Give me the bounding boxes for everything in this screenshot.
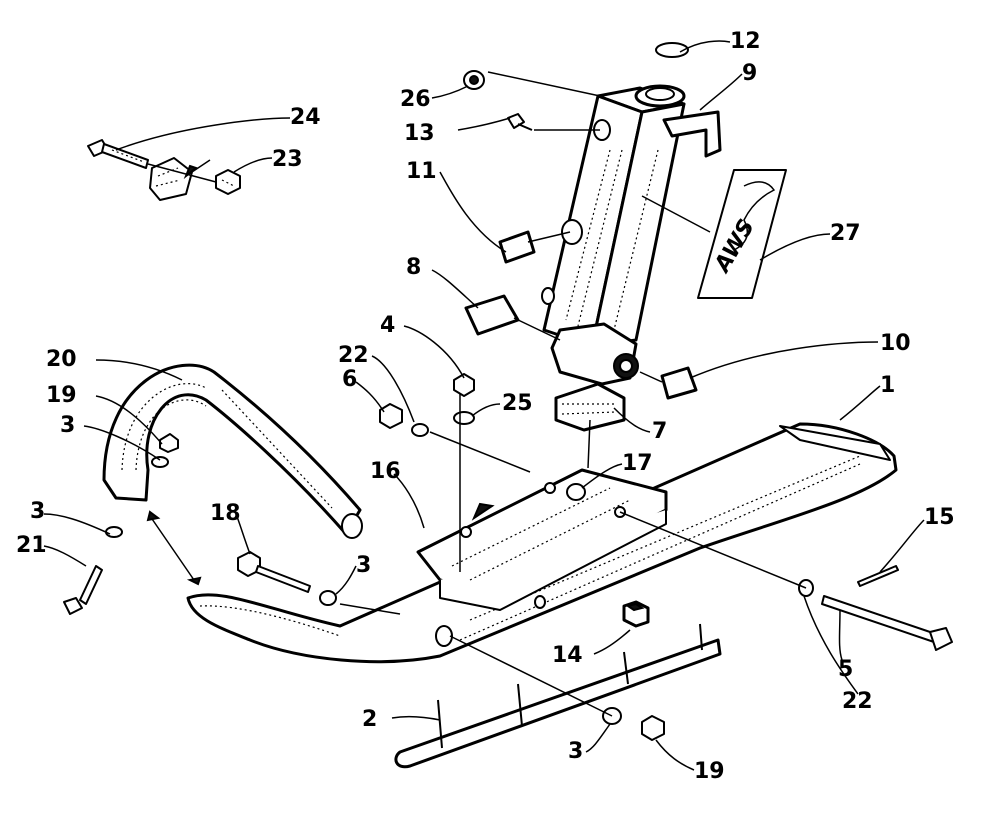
assembly-arrow (149, 515, 195, 581)
callout-3-lower: 3 (568, 739, 583, 764)
washer-22a (411, 423, 429, 437)
bolt-5 (821, 595, 953, 651)
spindle-housing (541, 84, 722, 386)
screw-13 (507, 113, 533, 131)
washer-17 (566, 483, 586, 501)
wear-bar (394, 623, 722, 769)
callout-10: 10 (880, 331, 911, 356)
grommet-26 (463, 70, 485, 90)
callout-12: 12 (730, 29, 761, 54)
callout-7: 7 (652, 419, 667, 444)
callout-19-upper: 19 (46, 383, 77, 408)
callout-16: 16 (370, 459, 401, 484)
bracket-detail (149, 157, 211, 201)
callout-27: 27 (830, 221, 861, 246)
leader-lines (339, 71, 807, 717)
callout-leaders (43, 40, 925, 771)
callout-24: 24 (290, 105, 321, 130)
callout-2: 2 (362, 707, 377, 732)
callout-25: 25 (502, 391, 533, 416)
callout-26: 26 (400, 87, 431, 112)
washer-25 (453, 411, 475, 425)
callout-3-mid: 3 (356, 553, 371, 578)
cap-12 (655, 42, 689, 58)
callout-22-lower: 22 (842, 689, 873, 714)
callout-numbers: 12 9 26 13 24 23 11 27 8 4 22 10 20 6 25… (16, 29, 955, 784)
nut-19a (159, 433, 179, 453)
callout-14: 14 (552, 643, 583, 668)
nut-6 (379, 403, 403, 429)
callout-3-left: 3 (30, 499, 45, 524)
callout-6: 6 (342, 367, 357, 392)
callout-9: 9 (742, 61, 757, 86)
aws-decal: AWS (697, 169, 787, 299)
saddle-16 (416, 468, 668, 611)
callout-15: 15 (924, 505, 955, 530)
nut-19b (641, 715, 665, 741)
bolt-24 (87, 139, 149, 169)
bolt-18 (237, 551, 311, 593)
callout-23: 23 (272, 147, 303, 172)
bolt-21 (63, 565, 103, 615)
washer-3b (105, 526, 123, 538)
nut-23 (215, 169, 241, 195)
block-7 (554, 382, 626, 432)
callout-5: 5 (838, 657, 853, 682)
callout-1: 1 (880, 373, 895, 398)
nut-4 (453, 373, 475, 397)
callout-18: 18 (210, 501, 241, 526)
bushing-10 (660, 366, 698, 400)
callout-19-lower: 19 (694, 759, 725, 784)
callout-3-upper: 3 (60, 413, 75, 438)
bushing-11 (498, 230, 536, 264)
washer-3a (151, 456, 169, 468)
washer-3c (319, 590, 337, 606)
callout-17: 17 (622, 451, 653, 476)
spacer-14 (622, 600, 650, 628)
callout-11: 11 (406, 159, 437, 184)
callout-8: 8 (406, 255, 421, 280)
bushing-8 (464, 294, 520, 336)
callout-13: 13 (404, 121, 435, 146)
callout-22-upper: 22 (338, 343, 369, 368)
callout-4: 4 (380, 313, 395, 338)
cotter-pin-15 (857, 565, 899, 587)
callout-20: 20 (46, 347, 77, 372)
callout-21: 21 (16, 533, 47, 558)
ski-handle-loop (102, 363, 363, 539)
